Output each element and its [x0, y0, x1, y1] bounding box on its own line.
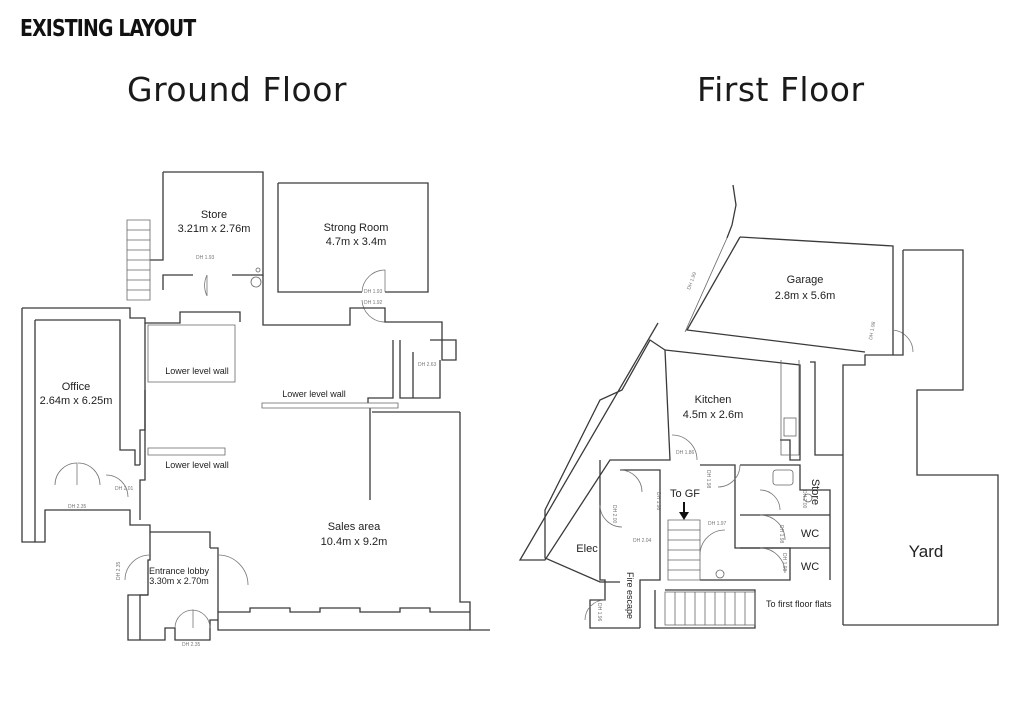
lower-level-wall-label-3: Lower level wall — [282, 389, 346, 399]
dh-ff-b: DH 1.98 — [705, 470, 711, 489]
dh-office: DH 2.35 — [68, 504, 87, 510]
garage-name: Garage — [787, 274, 824, 286]
wc-basin-fixture — [715, 569, 725, 579]
first-small-rooms: Elec Store WC WC — [576, 469, 821, 579]
wc1-label: WC — [801, 528, 819, 540]
ground-store-fixture — [250, 276, 262, 288]
first-outer-walls — [518, 322, 843, 629]
garage-size: 2.8m x 5.6m — [775, 290, 836, 302]
dh-ff-c: DH 1.97 — [708, 521, 727, 527]
sales-area-size: 10.4m x 9.2m — [321, 536, 388, 548]
first-kitchen: Kitchen 4.5m x 2.6m DH 1.86 — [671, 360, 800, 461]
first-floor-title: First Floor — [697, 70, 865, 109]
ground-store-room: Store 3.21m x 2.76m DH 1.93 — [150, 171, 264, 297]
arrow-head-icon — [679, 512, 689, 520]
kitchen-sink — [783, 417, 797, 437]
ground-strong-room: Strong Room 4.7m x 3.4m DH 1.93 DH 1.92 — [277, 182, 429, 323]
dh-strong-2: DH 1.92 — [364, 300, 383, 306]
dh-lobby-left: DH 2.35 — [116, 561, 122, 580]
dh-right: DH 2.63 — [418, 362, 437, 368]
strong-room-name: Strong Room — [324, 222, 389, 234]
dh-ff-g: DH 1.98 — [778, 525, 784, 544]
dh-garage-in: DH 1.99 — [686, 271, 698, 290]
ground-lower-level-walls: Lower level wall Lower level wall Lower … — [147, 324, 437, 470]
dh-kitchen: DH 1.86 — [676, 450, 695, 456]
kitchen-size: 4.5m x 2.6m — [683, 409, 744, 421]
dh-store: DH 1.93 — [196, 255, 215, 261]
first-yard: Yard — [842, 249, 999, 626]
ground-sales-area: Sales area 10.4m x 9.2m — [321, 521, 388, 548]
dh-ff-d: DH 2.00 — [611, 505, 617, 524]
page-heading: EXISTING LAYOUT — [20, 16, 196, 42]
wc2-label: WC — [801, 561, 819, 573]
lower-level-wall-label-2: Lower level wall — [165, 460, 229, 470]
first-floor-plan: Garage 2.8m x 5.6m DH 1.99 DH 1.98 Yard — [518, 184, 999, 629]
to-gf-label: To GF — [670, 488, 700, 500]
dh-strong-1: DH 1.93 — [364, 289, 383, 295]
ground-outer-walls — [21, 275, 490, 641]
dh-lobby-bottom: DH 2.35 — [182, 642, 201, 648]
first-garage: Garage 2.8m x 5.6m DH 1.99 DH 1.98 — [684, 184, 914, 355]
strong-room-size: 4.7m x 3.4m — [326, 236, 387, 248]
sales-area-name: Sales area — [328, 521, 381, 533]
dh-office-2: DH 2.01 — [115, 486, 134, 492]
ground-stair — [126, 219, 151, 301]
kitchen-name: Kitchen — [695, 394, 732, 406]
to-flats-label: To first floor flats — [766, 599, 832, 609]
ground-floor-title: Ground Floor — [127, 70, 347, 109]
yard-label: Yard — [909, 542, 944, 561]
ground-office: Office 2.64m x 6.25m DH 2.35 DH 2.01 — [40, 381, 134, 510]
ground-floor-plan: Store 3.21m x 2.76m DH 1.93 Strong Room … — [21, 171, 490, 648]
dh-ff-h: DH 1.98 — [781, 553, 787, 572]
lower-level-wall-label-1: Lower level wall — [165, 366, 229, 376]
ground-store-name: Store — [201, 209, 227, 221]
basin-fixture — [803, 493, 813, 503]
dh-ff-a: DH 1.98 — [655, 492, 661, 511]
office-name: Office — [62, 381, 91, 393]
lobby-name: Entrance lobby — [149, 566, 210, 576]
office-size: 2.64m x 6.25m — [40, 395, 113, 407]
elec-label: Elec — [576, 543, 598, 555]
first-fire-escape: Fire escape To first floor flats — [625, 572, 832, 626]
ground-store-size: 3.21m x 2.76m — [178, 223, 251, 235]
first-door-heights: DH 1.98 DH 1.98 DH 2.00 DH 2.04 DH 2.00 … — [584, 464, 807, 622]
lobby-size: 3.30m x 2.70m — [149, 576, 209, 586]
first-stairs-to-gf: To GF DH 1.97 — [667, 488, 727, 581]
toilet-fixture — [772, 469, 794, 486]
dh-garage-out: DH 1.98 — [868, 321, 877, 340]
fire-escape-label: Fire escape — [625, 572, 635, 619]
dh-ff-e: DH 2.04 — [633, 538, 652, 544]
ground-entrance-lobby: Entrance lobby 3.30m x 2.70m DH 2.35 DH … — [116, 554, 249, 648]
ground-store-fixture-small — [255, 267, 261, 273]
dh-ff-i: DH 1.96 — [596, 603, 602, 622]
